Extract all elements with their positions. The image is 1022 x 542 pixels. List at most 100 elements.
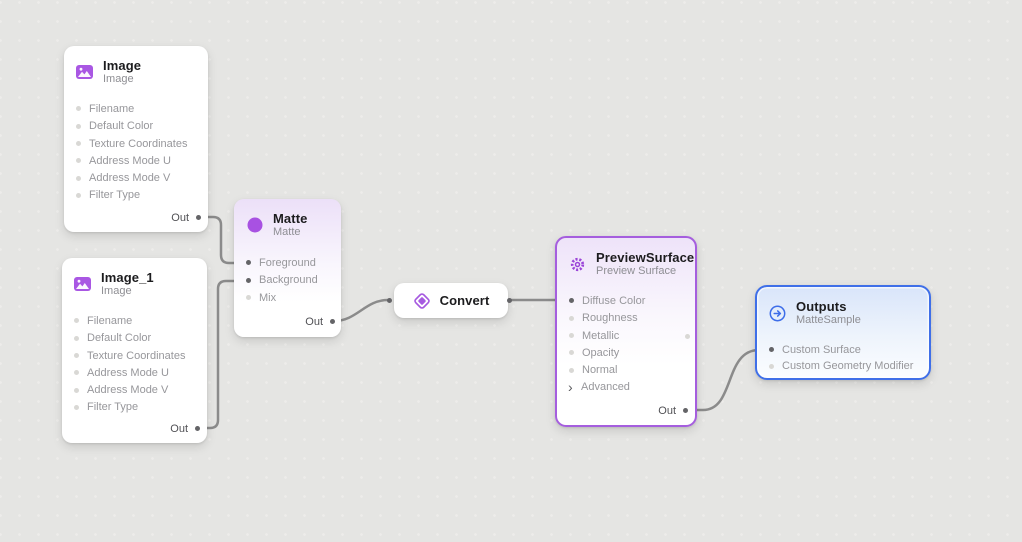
wire-image-out-to-matte-foreground[interactable] [198, 215, 242, 265]
port-in-dot[interactable] [387, 298, 392, 303]
port-dot[interactable] [569, 333, 574, 339]
node-title: Image_1 [101, 270, 154, 285]
port-dot[interactable] [246, 277, 251, 283]
port-dot[interactable] [196, 215, 201, 220]
port-dot[interactable] [569, 367, 574, 373]
port-custom-geometry-modifier: Custom Geometry Modifier [757, 358, 929, 375]
node-convert[interactable]: Convert [387, 283, 512, 318]
port-out: Out [557, 402, 695, 419]
port-dot[interactable] [769, 363, 774, 369]
port-label: Normal [582, 364, 618, 377]
port-dot[interactable] [330, 319, 335, 324]
port-label: Address Mode V [89, 172, 171, 185]
image-icon [75, 63, 94, 82]
port-label: Out [658, 404, 676, 417]
port-custom-surface: Custom Surface [757, 341, 929, 358]
node-subtitle: Preview Surface [596, 265, 677, 278]
port-label: Custom Geometry Modifier [782, 360, 914, 373]
port-filename: Filename [64, 100, 208, 117]
port-dot[interactable] [74, 335, 79, 341]
wire-preview-out-to-outputs-surface[interactable] [692, 348, 761, 412]
port-label: Opacity [582, 346, 620, 359]
port-label: Filter Type [87, 401, 139, 414]
chevron-right-icon[interactable]: › [568, 378, 573, 395]
port-dot[interactable] [76, 192, 81, 198]
port-out: Out [62, 420, 207, 437]
node-subtitle: MatteSample [796, 314, 861, 327]
arrow-right-circle-icon [768, 304, 787, 323]
port-label: Out [305, 315, 323, 328]
port-dot[interactable] [74, 370, 79, 376]
port-advanced-group: ›Advanced [557, 379, 695, 396]
node-outputs[interactable]: Outputs MatteSample Custom Surface Custo… [755, 285, 931, 380]
port-filter-type: Filter Type [64, 187, 208, 204]
port-filter-type: Filter Type [62, 399, 207, 416]
node-image-1[interactable]: Image_1 Image Filename Default Color Tex… [62, 258, 207, 443]
wire-matte-out-to-convert-in[interactable] [332, 298, 390, 323]
port-dot[interactable] [76, 123, 81, 129]
port-texture-coordinates: Texture Coordinates [64, 135, 208, 152]
node-title: Image [103, 58, 142, 73]
port-dot[interactable] [195, 426, 200, 431]
port-label: Texture Coordinates [87, 349, 186, 362]
node-header: Image Image [64, 46, 208, 86]
port-diffuse-color: Diffuse Color [557, 292, 695, 309]
circle-icon [245, 216, 264, 235]
port-label: Texture Coordinates [89, 137, 188, 150]
port-dot[interactable] [769, 347, 774, 353]
port-dot[interactable] [76, 158, 81, 164]
port-dot[interactable] [569, 298, 574, 304]
port-background: Background [234, 272, 341, 289]
port-right-dot[interactable] [685, 334, 690, 339]
wire-image1-out-to-matte-background[interactable] [200, 279, 242, 430]
port-label: Address Mode U [87, 366, 169, 379]
node-header: PreviewSurface Preview Surface [557, 238, 695, 278]
port-dot[interactable] [246, 260, 251, 266]
port-out-dot[interactable] [507, 298, 512, 303]
node-subtitle: Image [101, 285, 132, 298]
port-dot[interactable] [74, 387, 79, 393]
port-dot[interactable] [569, 315, 574, 321]
port-label: Address Mode U [89, 154, 171, 167]
node-header: Matte Matte [234, 199, 341, 239]
port-opacity: Opacity [557, 344, 695, 361]
port-dot[interactable] [246, 295, 251, 301]
port-dot[interactable] [683, 408, 688, 413]
port-dot[interactable] [74, 404, 79, 410]
port-out: Out [234, 313, 341, 330]
diamond-icon [413, 291, 432, 310]
port-label: Metallic [582, 329, 620, 342]
node-image[interactable]: Image Image Filename Default Color Textu… [64, 46, 208, 232]
port-dot[interactable] [76, 141, 81, 147]
port-label: Diffuse Color [582, 294, 646, 307]
image-icon [73, 275, 92, 294]
port-dot[interactable] [74, 353, 79, 359]
node-matte[interactable]: Matte Matte Foreground Background Mix Ou… [234, 199, 341, 337]
port-texture-coordinates: Texture Coordinates [62, 347, 207, 364]
port-label: Background [259, 274, 318, 287]
port-label: Out [170, 422, 188, 435]
port-roughness: Roughness [557, 310, 695, 327]
port-label: Filename [87, 314, 133, 327]
node-header: Image_1 Image [62, 258, 207, 298]
port-metallic: Metallic [557, 327, 695, 344]
port-address-mode-u: Address Mode U [64, 152, 208, 169]
node-preview-surface[interactable]: PreviewSurface Preview Surface Diffuse C… [555, 236, 697, 427]
port-dot[interactable] [76, 175, 81, 181]
port-normal: Normal [557, 361, 695, 378]
port-dot[interactable] [569, 350, 574, 356]
port-address-mode-v: Address Mode V [62, 381, 207, 398]
port-label: Foreground [259, 256, 316, 269]
port-label: Mix [259, 291, 277, 304]
port-dot[interactable] [76, 106, 81, 112]
node-header: Outputs MatteSample [757, 287, 929, 327]
port-address-mode-v: Address Mode V [64, 169, 208, 186]
port-default-color: Default Color [64, 118, 208, 135]
port-label: Custom Surface [782, 343, 861, 356]
node-subtitle: Image [103, 73, 134, 86]
port-label: Address Mode V [87, 384, 169, 397]
port-dot[interactable] [74, 318, 79, 324]
node-title: PreviewSurface [596, 250, 695, 265]
port-mix: Mix [234, 289, 341, 306]
